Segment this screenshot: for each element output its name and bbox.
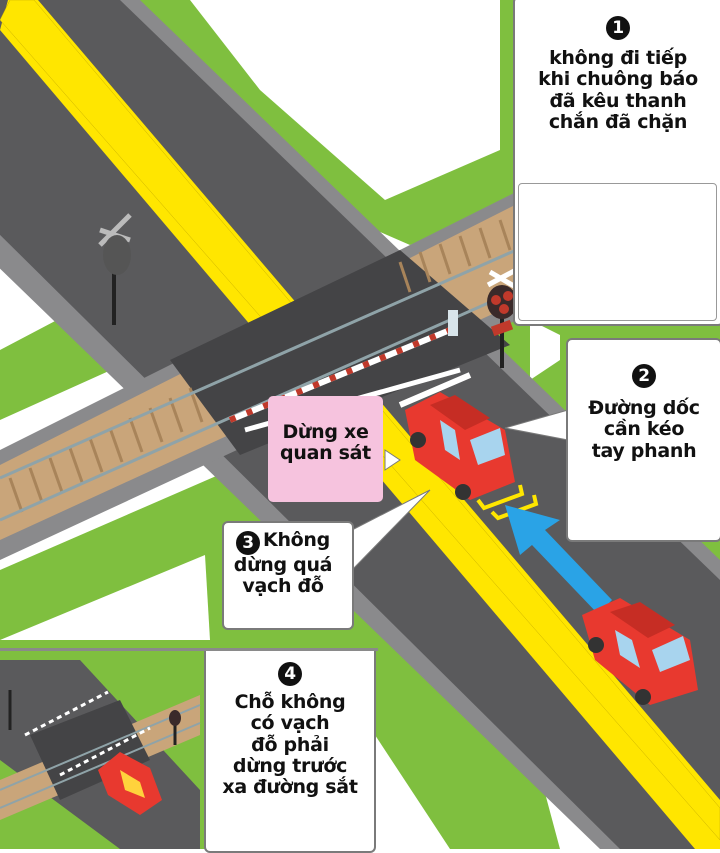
inset-4-illustration	[0, 655, 201, 849]
callout-4-text: 4 Chỗ không có vạch đỗ phải dừng trước x…	[222, 662, 358, 799]
step-number-2: 2	[632, 364, 656, 388]
callout-1-text: 1 không đi tiếp khi chuông báo đã kêu th…	[538, 16, 698, 133]
callout-1-panel	[513, 0, 720, 326]
callout-2-text: 2 Đường dốc cần kéo tay phanh	[588, 364, 700, 462]
step-number-1: 1	[606, 16, 630, 40]
direction-arrow-icon	[505, 505, 612, 614]
inset-1-frame	[518, 183, 717, 321]
stop-observe-note	[268, 396, 383, 502]
stop-observe-text: Dừng xe quan sát	[280, 421, 371, 465]
stop-line	[398, 372, 472, 408]
red-car-icon	[582, 598, 698, 705]
callout-4-divider	[0, 648, 378, 651]
railroad-crossbuck-icon	[98, 213, 132, 325]
red-car-icon	[405, 392, 515, 500]
railway-signal-light-icon	[486, 267, 518, 368]
step-number-3: 3	[236, 531, 261, 555]
step-number-4: 4	[278, 662, 302, 686]
callout-pointers	[351, 409, 569, 572]
